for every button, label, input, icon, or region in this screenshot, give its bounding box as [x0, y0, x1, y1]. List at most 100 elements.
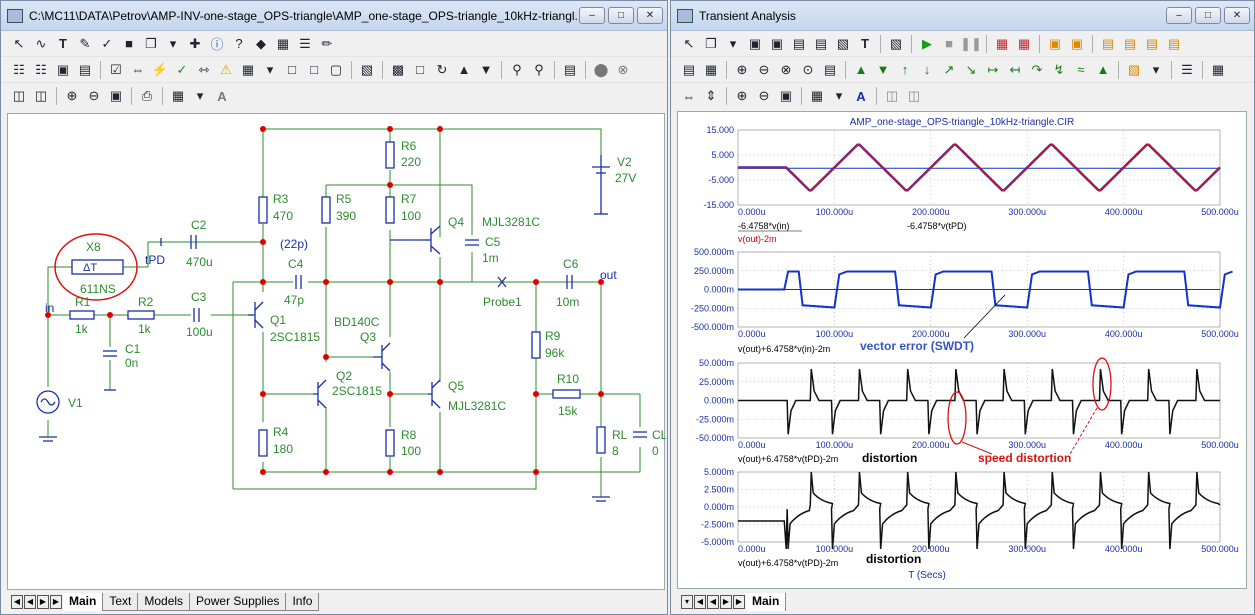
grid-a-icon[interactable]: ☷ — [13, 61, 25, 77]
inflect-icon[interactable]: ↯ — [1053, 61, 1065, 77]
close-button[interactable]: ✕ — [637, 7, 663, 24]
zoom-reset-icon[interactable]: ⊗ — [780, 61, 792, 77]
font-icon[interactable]: A — [217, 88, 227, 104]
zoom-out-icon[interactable]: ⊖ — [88, 88, 100, 103]
panel4-icon[interactable]: ▤ — [1167, 35, 1181, 51]
window2-icon[interactable]: ▦ — [704, 61, 718, 77]
dropdown-icon[interactable]: ▾ — [169, 35, 177, 51]
ungroup-icon[interactable]: ◫ — [907, 88, 921, 103]
dropdown-icon[interactable]: ▾ — [835, 88, 843, 103]
group-icon[interactable]: ◫ — [12, 88, 26, 103]
zoom-auto-icon[interactable]: ⊙ — [802, 61, 814, 77]
zoom-fit-icon[interactable]: ▣ — [109, 88, 123, 103]
page-icon-2[interactable]: □ — [310, 62, 318, 77]
low-icon[interactable]: ↓ — [923, 62, 931, 77]
warning-icon[interactable]: ⚠ — [220, 61, 232, 77]
last-page-icon[interactable]: ▶ — [733, 595, 745, 609]
graph-red-icon[interactable]: ▦ — [995, 35, 1009, 51]
next-page-icon[interactable]: ▶ — [37, 595, 49, 609]
zoom-box-icon[interactable]: ▣ — [770, 35, 784, 51]
minimize-button[interactable]: – — [1166, 7, 1192, 24]
tab-text[interactable]: Text — [103, 593, 139, 611]
panel2-icon[interactable]: ▤ — [1123, 35, 1137, 51]
graph-red2-icon[interactable]: ▦ — [1017, 35, 1031, 51]
next-point-icon[interactable]: ↦ — [987, 61, 999, 77]
panel3-icon[interactable]: ▤ — [1145, 35, 1159, 51]
find-next-icon[interactable]: ⚲ — [534, 61, 544, 77]
scroll-down-icon[interactable]: ▾ — [681, 595, 693, 609]
dropdown-icon[interactable]: ▾ — [266, 61, 274, 77]
component-icon[interactable]: ■ — [125, 36, 133, 51]
panel-icon[interactable]: ▤ — [1101, 35, 1115, 51]
bookmark-icon[interactable]: ▧ — [1127, 61, 1141, 77]
table-icon[interactable]: ▦ — [276, 35, 290, 51]
measure-icon[interactable]: ▤ — [814, 35, 828, 51]
slope2-icon[interactable]: ↘ — [965, 61, 977, 77]
page-icon[interactable]: □ — [288, 62, 296, 77]
check-icon[interactable]: ✓ — [101, 35, 113, 51]
maximize-button[interactable]: □ — [608, 7, 634, 24]
font-icon[interactable]: A — [856, 88, 866, 104]
node-number-icon[interactable]: ▣ — [56, 61, 70, 77]
first-page-icon[interactable]: ◀ — [11, 595, 23, 609]
close-circle-icon[interactable]: ⊗ — [617, 61, 629, 77]
pause-icon[interactable]: ❚❚ — [960, 35, 982, 51]
zoom-out-icon[interactable]: ⊖ — [758, 61, 770, 77]
tab-info[interactable]: Info — [286, 593, 320, 611]
copy-icon[interactable]: ❐ — [145, 35, 157, 51]
prev-page-icon[interactable]: ◀ — [707, 595, 719, 609]
help-icon[interactable]: ? — [235, 36, 243, 51]
zoom-fit-icon[interactable]: ▣ — [779, 88, 793, 103]
select-box-icon[interactable]: ▢ — [329, 61, 343, 77]
prev-page-icon[interactable]: ◀ — [24, 595, 36, 609]
last-page-icon[interactable]: ▶ — [50, 595, 62, 609]
dropdown-icon[interactable]: ▾ — [729, 35, 737, 51]
tab-power-supplies[interactable]: Power Supplies — [190, 593, 287, 611]
grid-icon[interactable]: ▦ — [241, 61, 255, 77]
stop-icon[interactable]: ⬤ — [593, 61, 609, 77]
waves-icon[interactable]: ≈ — [1077, 62, 1085, 77]
part-icon[interactable]: ◆ — [256, 35, 266, 51]
box-orange2-icon[interactable]: ▣ — [1070, 35, 1084, 51]
properties-icon[interactable]: ▧ — [889, 35, 903, 51]
window-icon[interactable]: ▤ — [682, 61, 696, 77]
flash-icon[interactable]: ⚡ — [151, 61, 169, 77]
run-icon[interactable]: ▶ — [922, 35, 932, 51]
zoom-in-icon[interactable]: ⊕ — [736, 88, 748, 103]
next-page-icon[interactable]: ▶ — [720, 595, 732, 609]
prev-point-icon[interactable]: ↤ — [1009, 61, 1021, 77]
dropdown-icon[interactable]: ▾ — [1152, 61, 1160, 77]
pin-icon[interactable]: ✚ — [189, 35, 201, 51]
node-icon[interactable]: ⇿ — [198, 61, 210, 77]
pin-connections-icon[interactable]: ▤ — [78, 61, 92, 77]
properties-icon[interactable]: ▧ — [360, 61, 374, 77]
numeric-icon[interactable]: ▦ — [1211, 61, 1225, 77]
wire-icon[interactable]: ∿ — [35, 35, 47, 51]
align-icon[interactable]: ▩ — [391, 61, 405, 77]
slope-icon[interactable]: ↗ — [943, 61, 955, 77]
tab-main[interactable]: Main — [746, 593, 787, 611]
select-mode-icon[interactable]: ↖ — [683, 35, 695, 51]
zoom-out-icon[interactable]: ⊖ — [758, 88, 770, 103]
stop-icon[interactable]: ■ — [945, 36, 953, 51]
high-icon[interactable]: ↑ — [901, 62, 909, 77]
minimize-button[interactable]: – — [579, 7, 605, 24]
group-icon[interactable]: ◫ — [885, 88, 899, 103]
text-icon[interactable]: T — [861, 36, 869, 51]
ungroup-icon[interactable]: ◫ — [34, 88, 48, 103]
find-icon[interactable]: ⚲ — [512, 61, 522, 77]
scale-icon[interactable]: ▣ — [748, 35, 762, 51]
list-icon[interactable]: ☰ — [299, 35, 311, 51]
tag-icon[interactable]: ▧ — [836, 35, 850, 51]
rotate-icon[interactable]: ↻ — [436, 61, 448, 77]
tab-models[interactable]: Models — [138, 593, 191, 611]
check-box-icon[interactable]: ☑ — [110, 61, 122, 77]
pencil-icon[interactable]: ✎ — [79, 35, 91, 51]
doc-icon[interactable]: ▤ — [563, 61, 577, 77]
text-icon[interactable]: T — [59, 36, 67, 51]
zoom-in-icon[interactable]: ⊕ — [66, 88, 78, 103]
schematic-canvas[interactable]: X8 611NS ΔT tPD in R1 1k R2 1k C1 0n V1 … — [7, 113, 667, 590]
arrows-icon[interactable]: ⇔ — [131, 62, 145, 77]
dropdown-icon[interactable]: ▾ — [196, 88, 204, 103]
stack-icon[interactable]: ▤ — [823, 61, 837, 77]
